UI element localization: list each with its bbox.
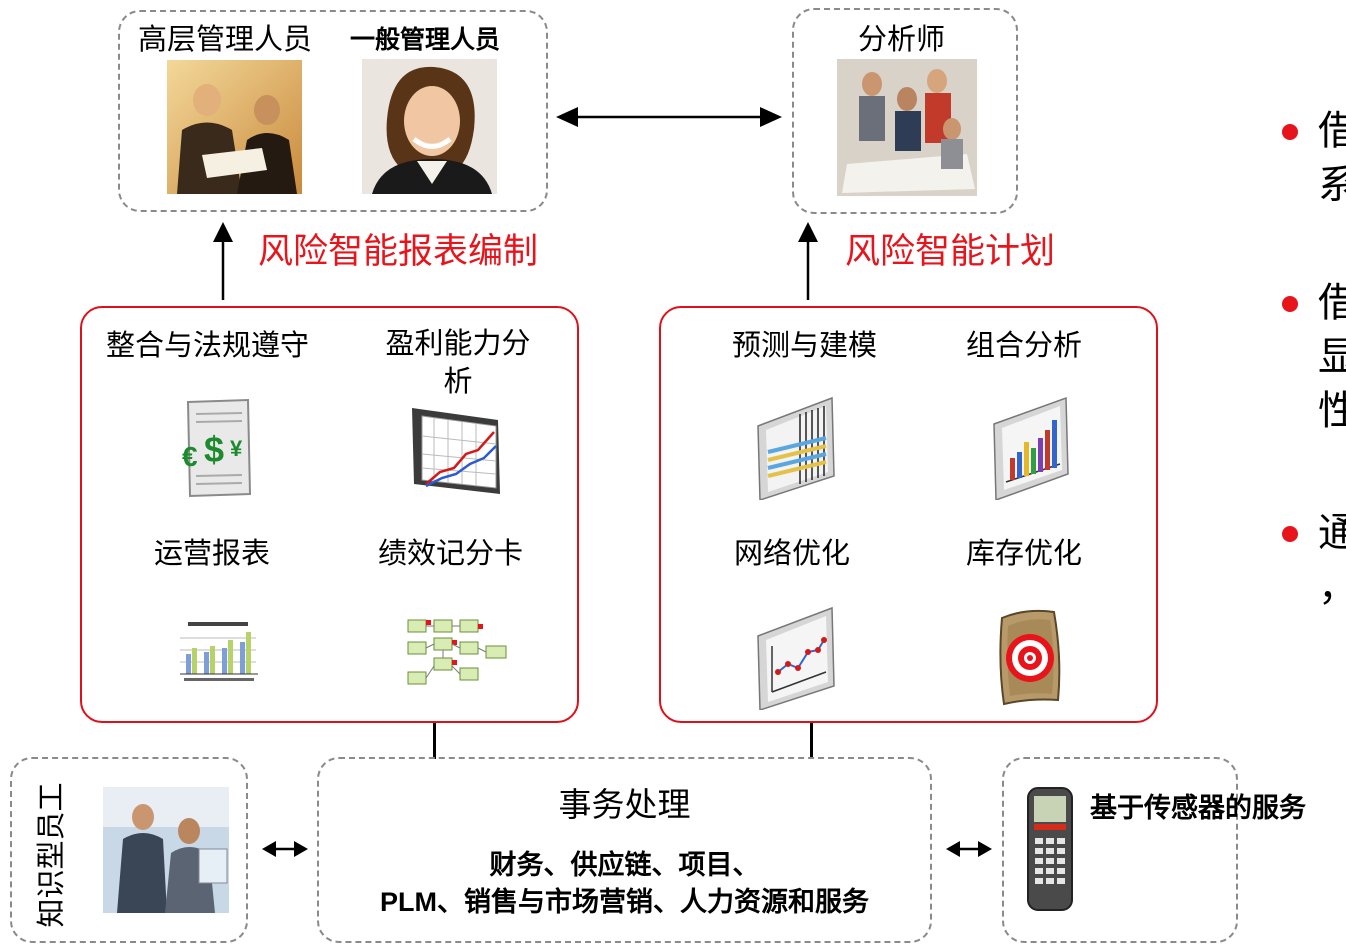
managers-group bbox=[118, 10, 548, 212]
senior-manager-label: 高层管理人员 bbox=[138, 22, 313, 56]
portfolio-analysis-label: 组合分析 bbox=[966, 328, 1083, 362]
knowledge-worker-group bbox=[10, 757, 248, 943]
planning-title: 风险智能计划 bbox=[845, 232, 1056, 272]
profitability-line-chart-icon bbox=[408, 406, 504, 496]
bullet-dot-2 bbox=[1282, 296, 1298, 312]
plm-label: PLM bbox=[380, 887, 437, 917]
transactions-line2-rest: 、销售与市场营销、人力资源和服务 bbox=[437, 887, 869, 917]
sensor-services-group bbox=[1002, 757, 1238, 943]
bullet-dot-1 bbox=[1282, 124, 1298, 140]
transactions-line1: 财务、供应链、项目、 bbox=[489, 850, 760, 880]
network-line-icon bbox=[756, 606, 836, 710]
handheld-scanner-icon bbox=[1024, 784, 1076, 914]
general-manager-photo bbox=[362, 59, 497, 194]
portfolio-bar-chart-icon bbox=[992, 396, 1070, 500]
analyst-label: 分析师 bbox=[858, 22, 946, 56]
up-arrow-reporting bbox=[213, 222, 233, 300]
bar-report-icon bbox=[170, 618, 262, 686]
up-arrow-planning bbox=[798, 222, 818, 300]
inventory-target-icon bbox=[994, 608, 1064, 708]
top-double-arrow bbox=[556, 107, 782, 127]
forecasting-modeling-label: 预测与建模 bbox=[732, 328, 878, 362]
performance-scorecard-label: 绩效记分卡 bbox=[378, 536, 524, 570]
profitability-analysis-label: 盈利能力分析 bbox=[385, 326, 531, 398]
sensor-services-label: 基于传感器的服务 bbox=[1090, 793, 1306, 823]
knowledge-worker-photo bbox=[103, 787, 229, 913]
senior-managers-photo bbox=[167, 60, 302, 194]
bullet-text-3: 通， bbox=[1318, 510, 1346, 610]
bullet-text-2: 借显性 bbox=[1318, 280, 1346, 434]
network-optimization-label: 网络优化 bbox=[734, 536, 851, 570]
inventory-optimization-label: 库存优化 bbox=[966, 536, 1083, 570]
reporting-panel bbox=[80, 306, 579, 723]
general-manager-label: 一般管理人员 bbox=[350, 26, 501, 54]
reporting-title: 风险智能报表编制 bbox=[258, 232, 539, 272]
currency-document-icon: € $ ¥ bbox=[180, 398, 256, 498]
svg-text:$: $ bbox=[204, 429, 224, 470]
transactions-title: 事务处理 bbox=[558, 785, 691, 824]
knowledge-worker-label: 知识型员工 bbox=[34, 782, 68, 928]
analyst-group bbox=[792, 8, 1018, 214]
forecast-model-icon bbox=[756, 396, 836, 500]
left-bottom-double-arrow bbox=[262, 841, 308, 857]
bullet-dot-3 bbox=[1282, 526, 1298, 542]
scorecard-flow-icon bbox=[406, 616, 510, 688]
consolidation-compliance-label: 整合与法规遵守 bbox=[106, 328, 310, 362]
svg-text:€: € bbox=[182, 441, 198, 472]
transactions-group bbox=[317, 757, 932, 943]
right-bottom-double-arrow bbox=[946, 841, 992, 857]
bullet-text-1: 借系 bbox=[1318, 108, 1346, 208]
connector-left bbox=[433, 723, 436, 759]
svg-text:¥: ¥ bbox=[230, 436, 243, 461]
connector-right bbox=[810, 723, 813, 759]
operational-reports-label: 运营报表 bbox=[154, 536, 271, 570]
analysts-photo bbox=[837, 59, 977, 196]
planning-panel bbox=[659, 306, 1158, 723]
transactions-line2: PLM、销售与市场营销、人力资源和服务 bbox=[317, 880, 932, 919]
